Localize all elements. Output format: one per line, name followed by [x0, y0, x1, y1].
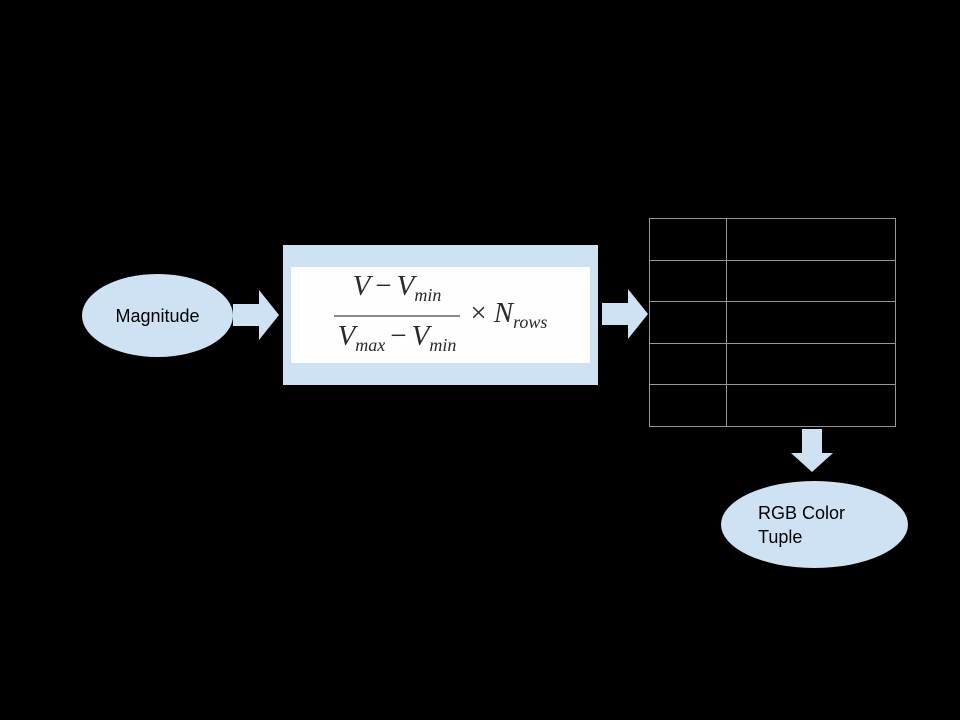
formula-numerator: V−Vmin — [333, 269, 461, 317]
table-cell — [726, 301, 896, 344]
table-cell — [649, 259, 727, 303]
rgb-color-tuple-label: RGB Color Tuple — [758, 502, 846, 547]
formula-multiplier: ×Nrows — [470, 297, 548, 332]
formula-fraction: V−Vmin Vmax−Vmin — [333, 269, 461, 362]
magnitude-node: Magnitude — [82, 274, 233, 357]
arrow-right-icon — [602, 289, 648, 339]
formula-denominator: Vmax−Vmin — [337, 319, 457, 355]
table-row — [649, 384, 896, 427]
magnitude-label: Magnitude — [115, 305, 200, 326]
table-cell — [649, 342, 727, 386]
minus-sign: − — [375, 269, 392, 302]
table-cell — [649, 218, 727, 261]
times-sign: × — [470, 297, 487, 329]
table-cell — [726, 342, 896, 386]
formula-node: V−Vmin Vmax−Vmin ×Nrows — [283, 245, 598, 385]
arrow-down-icon — [791, 429, 833, 472]
minus-sign: − — [390, 319, 407, 352]
table-cell — [649, 301, 727, 344]
table-cell — [726, 384, 896, 427]
table-row — [649, 259, 896, 303]
table-row — [649, 218, 896, 261]
rgb-color-tuple-node: RGB Color Tuple — [721, 481, 908, 568]
table-row — [649, 301, 896, 344]
table-cell — [649, 384, 727, 427]
color-lookup-table — [649, 218, 896, 427]
table-row — [649, 342, 896, 386]
table-cell — [726, 259, 896, 303]
arrow-right-icon — [233, 290, 279, 340]
formula-panel: V−Vmin Vmax−Vmin ×Nrows — [291, 267, 590, 363]
table-cell — [726, 218, 896, 261]
